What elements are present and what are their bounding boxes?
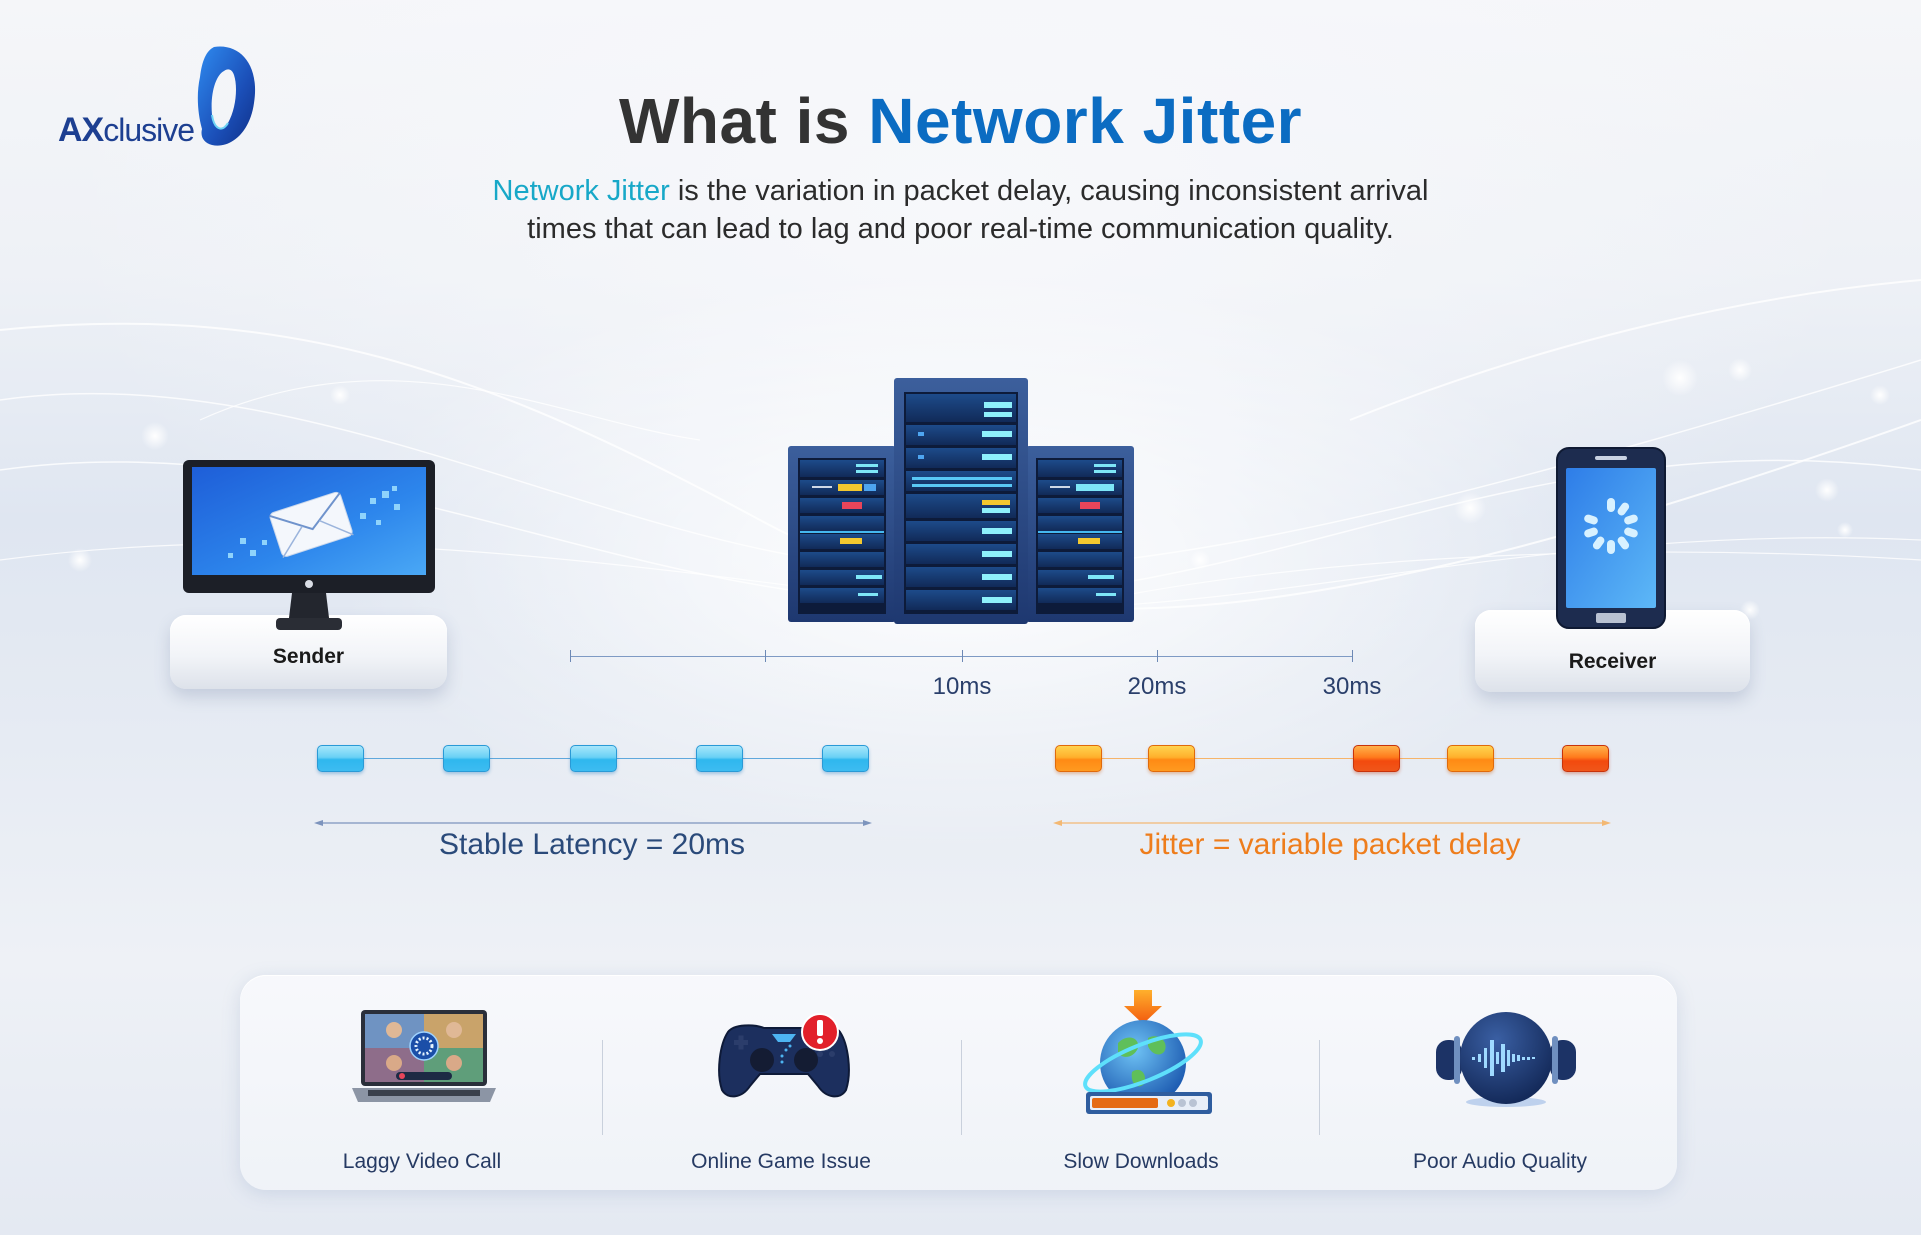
timeline-tick xyxy=(765,650,766,662)
packet-link xyxy=(488,758,570,759)
gamepad-warning-icon xyxy=(718,1013,850,1098)
issue-label-slow-downloads: Slow Downloads xyxy=(1063,1150,1219,1173)
packet-link xyxy=(1398,758,1447,759)
card-divider xyxy=(1319,1040,1320,1135)
card-divider xyxy=(602,1040,603,1135)
timeline-tick xyxy=(1157,650,1158,662)
page-subtitle: Network Jitter is the variation in packe… xyxy=(492,175,1429,245)
timeline-tick xyxy=(1352,650,1353,662)
packet-link xyxy=(362,758,443,759)
jitter-packet-delayed xyxy=(1562,745,1609,772)
packet-link xyxy=(1193,758,1353,759)
packet-link xyxy=(741,758,822,759)
timeline-tick xyxy=(570,650,571,662)
server-racks-icon xyxy=(788,378,1134,624)
monitor-with-envelope-icon xyxy=(183,460,435,630)
stable-latency-caption: Stable Latency = 20ms xyxy=(438,828,746,861)
issue-label-poor-audio: Poor Audio Quality xyxy=(1413,1150,1587,1173)
globe-download-icon xyxy=(1083,990,1212,1114)
smartphone-loading-icon xyxy=(1556,447,1666,629)
tick-label-20ms: 20ms xyxy=(1127,673,1187,700)
tick-label-30ms: 30ms xyxy=(1322,673,1382,700)
stable-span-arrow xyxy=(314,820,872,826)
logo-mark-icon xyxy=(197,46,256,146)
jitter-packet-delayed xyxy=(1353,745,1400,772)
stable-packet xyxy=(443,745,490,772)
packet-link xyxy=(1100,758,1148,759)
timeline-axis xyxy=(570,656,1352,657)
axclusive-logo: AXclusive xyxy=(58,45,258,155)
packet-link xyxy=(615,758,696,759)
page-title: What is Network Jitter xyxy=(618,85,1303,157)
sender-label: Sender xyxy=(272,645,345,668)
stable-packet xyxy=(317,745,364,772)
jitter-span-arrow xyxy=(1053,820,1611,826)
jitter-packet xyxy=(1055,745,1102,772)
receiver-label: Receiver xyxy=(1568,650,1657,673)
headphones-audio-wave-icon xyxy=(1436,1012,1576,1107)
jitter-packet xyxy=(1447,745,1494,772)
stable-packet xyxy=(696,745,743,772)
card-divider xyxy=(961,1040,962,1135)
laptop-video-call-icon xyxy=(352,1010,496,1102)
tick-label-10ms: 10ms xyxy=(932,673,992,700)
packet-link xyxy=(1492,758,1562,759)
stable-packet xyxy=(822,745,869,772)
jitter-packet xyxy=(1148,745,1195,772)
logo-wordmark: AXclusive xyxy=(58,111,195,149)
timeline-tick xyxy=(962,650,963,662)
stable-packet xyxy=(570,745,617,772)
issue-label-video-call: Laggy Video Call xyxy=(342,1150,502,1173)
issue-label-online-game: Online Game Issue xyxy=(691,1150,871,1173)
jitter-caption: Jitter = variable packet delay xyxy=(1139,828,1521,861)
